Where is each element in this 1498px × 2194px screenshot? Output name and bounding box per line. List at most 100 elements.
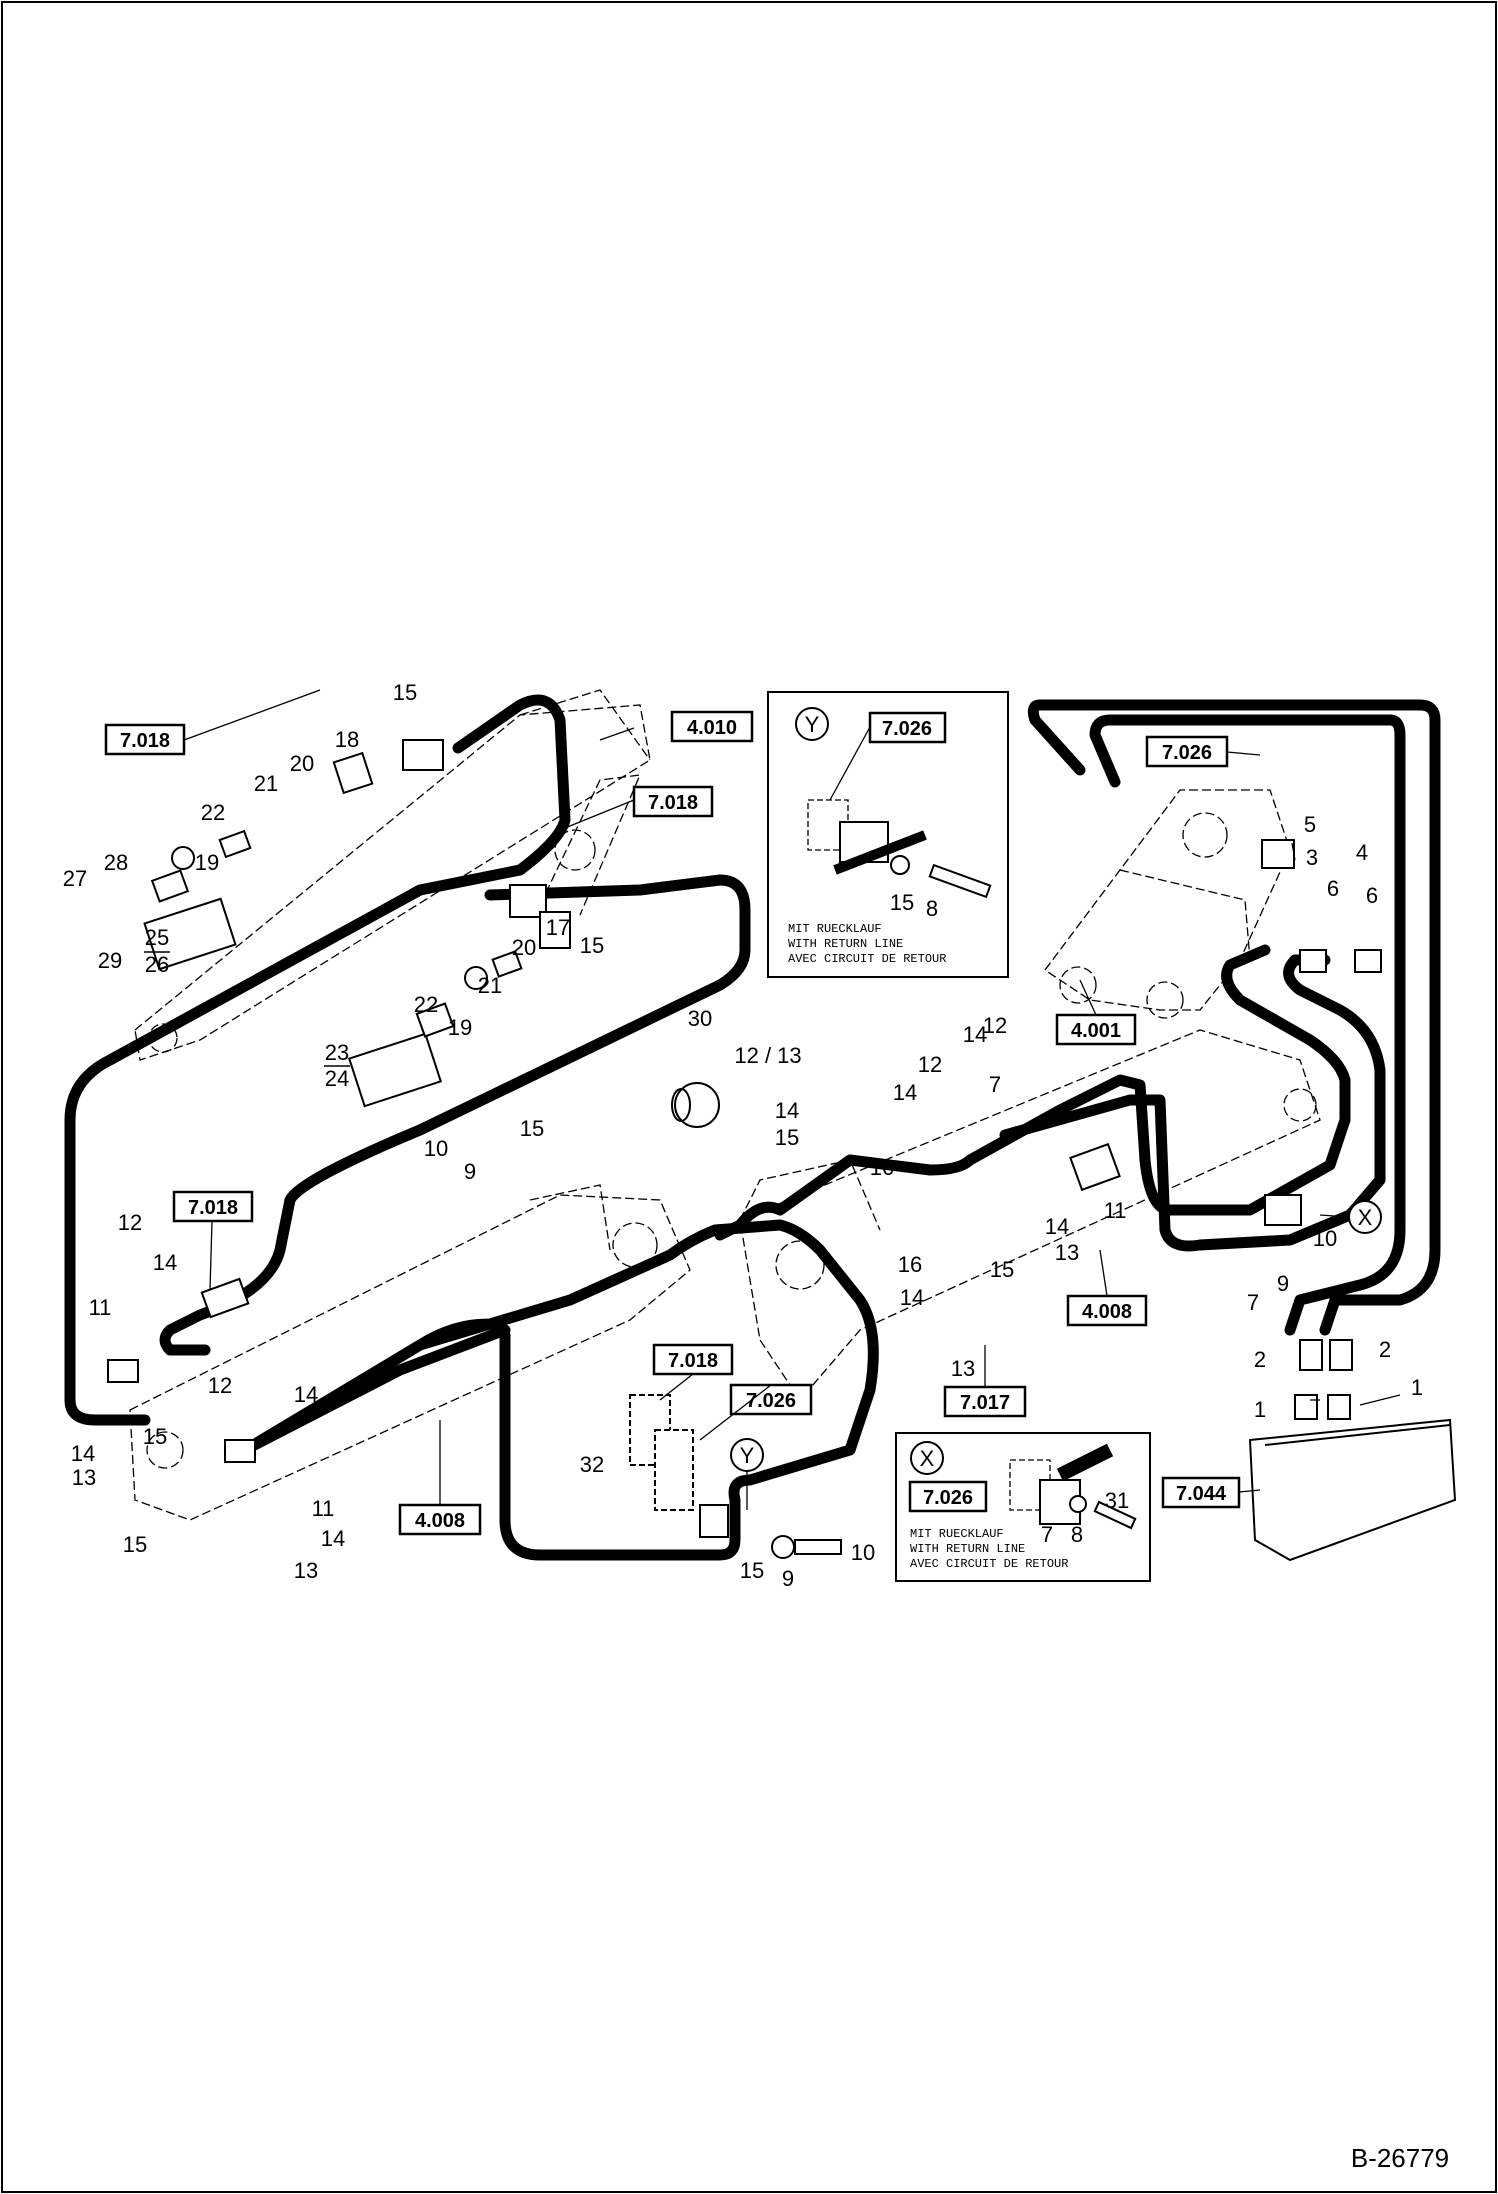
part-13-b: 13 (951, 1356, 975, 1381)
part-1-b: 1 (1411, 1375, 1423, 1400)
part-22-b: 22 (414, 992, 438, 1017)
part-9-c: 9 (1277, 1271, 1289, 1296)
part-7-b: 7 (1247, 1290, 1259, 1315)
part-21-a: 21 (254, 771, 278, 796)
part-24: 24 (325, 1066, 349, 1091)
note-y-line2: WITH RETURN LINE (788, 937, 903, 951)
fittings (107, 739, 1457, 1562)
part-3: 3 (1306, 845, 1318, 870)
ref-7-026-x: 7.026 (923, 1487, 973, 1509)
part-10-a: 10 (424, 1136, 448, 1161)
document-id: B-26779 (1351, 2143, 1449, 2173)
part-12-b: 12 (918, 1052, 942, 1077)
part-15-h: 15 (740, 1558, 764, 1583)
part-15-a: 15 (393, 680, 417, 705)
part-9-b: 9 (782, 1566, 794, 1591)
part-14-g: 14 (71, 1441, 95, 1466)
ref-7-026-y: 7.026 (882, 718, 932, 740)
ref-7-026-mid: 7.026 (746, 1390, 796, 1412)
inset-x: X 7.026 7 8 31 MIT RUECKLAUF WITH RETURN… (895, 1432, 1151, 1582)
part-20-a: 20 (290, 751, 314, 776)
part-19-a: 19 (195, 850, 219, 875)
part-13-d: 13 (294, 1558, 318, 1583)
callout-y-main: Y (740, 1443, 755, 1468)
part-14-a: 14 (775, 1098, 799, 1123)
part-9-a: 9 (464, 1159, 476, 1184)
part-23: 23 (325, 1040, 349, 1065)
callout-x-circle (910, 1441, 944, 1475)
ref-4-008-a: 4.008 (1082, 1301, 1132, 1323)
part-4: 4 (1356, 840, 1368, 865)
note-x-line1: MIT RUECKLAUF (910, 1527, 1004, 1541)
ref-7-018-a: 7.018 (120, 730, 170, 752)
part-numbers: 15 18 20 21 22 28 27 29 25 26 19 17 15 2… (63, 680, 1423, 1591)
swing-bracket-outline (1044, 789, 1291, 1019)
part-14-i: 14 (321, 1526, 345, 1551)
part-27: 27 (63, 866, 87, 891)
part-2-a: 2 (1254, 1347, 1266, 1372)
part-14-h: 14 (294, 1382, 318, 1407)
part-13-a: 13 (1055, 1240, 1079, 1265)
part-14-c: 14 (893, 1080, 917, 1105)
part-21-b: 21 (478, 973, 502, 998)
part-25: 25 (145, 925, 169, 950)
part-7-a: 7 (989, 1072, 1001, 1097)
callout-y: Y (805, 712, 820, 737)
part-11-b: 11 (89, 1295, 112, 1320)
ref-4-008-b: 4.008 (415, 1510, 465, 1532)
ref-7-018-b: 7.018 (648, 792, 698, 814)
part-15-c: 15 (775, 1125, 799, 1150)
part-15-g: 15 (123, 1532, 147, 1557)
part-14-b: 14 (963, 1022, 987, 1047)
part-22-a: 22 (201, 800, 225, 825)
part-16-b: 16 (898, 1252, 922, 1277)
part-8-a: 8 (926, 896, 938, 921)
part-11-c: 11 (312, 1496, 335, 1521)
note-y-line1: MIT RUECKLAUF (788, 922, 882, 936)
part-15-e: 15 (990, 1257, 1014, 1282)
part-17: 17 (546, 915, 570, 940)
part-13-c: 13 (72, 1465, 96, 1490)
part-12-c: 12 (118, 1210, 142, 1235)
part-30: 30 (688, 1006, 712, 1031)
note-x-line2: WITH RETURN LINE (910, 1542, 1025, 1556)
note-x-line3: AVEC CIRCUIT DE RETOUR (910, 1557, 1068, 1571)
part-19-b: 19 (448, 1015, 472, 1040)
part-20-b: 20 (512, 935, 536, 960)
part-18: 18 (335, 727, 359, 752)
ref-4-001: 4.001 (1071, 1020, 1121, 1042)
part-15-b: 15 (580, 933, 604, 958)
part-5: 5 (1304, 812, 1316, 837)
part-10-b: 10 (851, 1540, 875, 1565)
part-12-13: 12 / 13 (734, 1043, 801, 1068)
part-14-d: 14 (1045, 1214, 1069, 1239)
ref-7-044: 7.044 (1176, 1483, 1227, 1505)
ref-7-018-c: 7.018 (188, 1197, 238, 1219)
part-8-b: 8 (1071, 1522, 1083, 1547)
part-12-a: 12 (983, 1013, 1007, 1038)
part-15-i: 15 (890, 890, 914, 915)
ref-7-026-top: 7.026 (1162, 742, 1212, 764)
part-6-b: 6 (1366, 883, 1378, 908)
ref-7-017: 7.017 (960, 1392, 1010, 1414)
part-7-c: 7 (1041, 1522, 1053, 1547)
part-6-a: 6 (1327, 876, 1339, 901)
part-10-c: 10 (1313, 1226, 1337, 1251)
callout-x: X (920, 1446, 935, 1471)
part-15-f: 15 (143, 1424, 167, 1449)
part-11-a: 11 (1104, 1198, 1127, 1223)
part-28: 28 (104, 850, 128, 875)
note-y-line3: AVEC CIRCUIT DE RETOUR (788, 952, 946, 966)
callout-y-circle (795, 707, 829, 741)
callout-x-main: X (1358, 1205, 1373, 1230)
part-2-b: 2 (1379, 1337, 1391, 1362)
part-29: 29 (98, 948, 122, 973)
hydraulic-hoses (64, 694, 1441, 1561)
part-31: 31 (1105, 1488, 1129, 1513)
part-16-a: 16 (870, 1155, 894, 1180)
part-14-f: 14 (153, 1250, 177, 1275)
part-32: 32 (580, 1452, 604, 1477)
part-26: 26 (145, 952, 169, 977)
ref-7-018-d: 7.018 (668, 1350, 718, 1372)
